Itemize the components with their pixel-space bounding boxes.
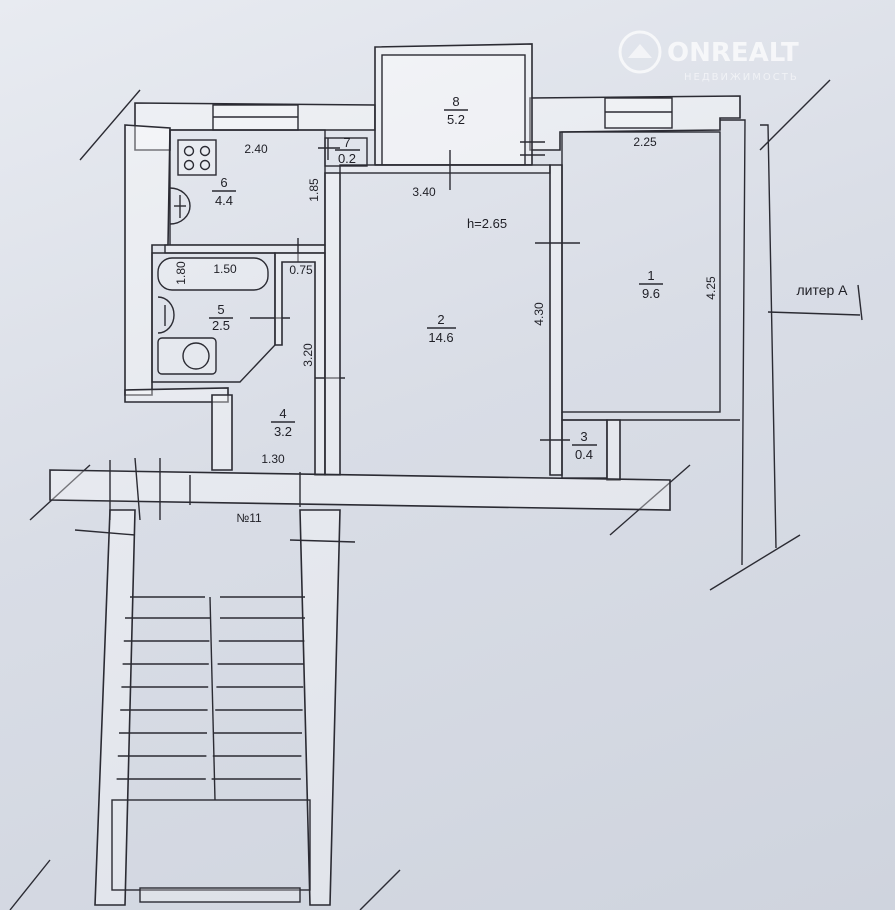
room-2-area: 14.6	[428, 330, 453, 345]
toilet-icon	[157, 296, 175, 334]
room-2-number: 2	[437, 312, 444, 327]
dim-living-width: 3.40	[412, 185, 436, 199]
room-2-label: 2 14.6	[427, 312, 456, 345]
dimension-labels: 2.40 1.85 3.40 4.30 2.25 4.25 1.50 1.80 …	[174, 135, 848, 525]
room-4-label: 4 3.2	[271, 406, 295, 439]
washbasin-icon	[157, 337, 217, 375]
room-3-number: 3	[580, 429, 587, 444]
dim-hall-width: 1.30	[261, 452, 285, 466]
room-4-area: 3.2	[274, 424, 292, 439]
room-labels: 8 5.2 6 4.4 7 0.2 5 2.5 4 3.2 2 14.6	[209, 94, 663, 462]
room-5-bathroom	[151, 252, 290, 383]
room-6-label: 6 4.4	[212, 175, 236, 208]
ceiling-height: h=2.65	[467, 216, 507, 231]
stairwell	[74, 509, 356, 906]
room-1-label: 1 9.6	[639, 268, 663, 301]
room-7-area: 0.2	[338, 151, 356, 166]
room-5-number: 5	[217, 302, 224, 317]
sink-icon	[169, 187, 191, 225]
room-7-number: 7	[343, 135, 350, 150]
apartment-number: №11	[236, 511, 262, 525]
dim-kitchen-width: 2.40	[244, 142, 268, 156]
logo-house-icon	[618, 30, 662, 74]
room-1-area: 9.6	[642, 286, 660, 301]
room-4-hall	[211, 252, 345, 476]
structure-lines	[9, 79, 863, 910]
room-8-number: 8	[452, 94, 459, 109]
watermark-brand: ONREALT	[667, 38, 799, 68]
left-wall	[124, 124, 229, 403]
room-5-label: 5 2.5	[209, 302, 233, 333]
room-1-number: 1	[647, 268, 654, 283]
watermark: ONREALT НЕДВИЖИМОСТЬ	[618, 30, 799, 83]
room-1-bedroom	[561, 131, 740, 421]
room-5-area: 2.5	[212, 318, 230, 333]
room-7-label: 7 0.2	[335, 135, 360, 166]
room-6-area: 4.4	[215, 193, 233, 208]
stair-steps	[116, 617, 305, 780]
dim-bedroom-width: 2.25	[633, 135, 657, 149]
building-label: литер А	[796, 282, 848, 298]
room-3-area: 0.4	[575, 447, 593, 462]
room-4-number: 4	[279, 406, 286, 421]
dim-kitchen-depth: 1.85	[307, 178, 321, 202]
watermark-tagline: НЕДВИЖИМОСТЬ	[684, 72, 799, 83]
dim-bedroom-depth: 4.25	[704, 276, 718, 300]
dim-bath-niche: 0.75	[289, 263, 313, 277]
room-7-closet	[318, 137, 368, 167]
corridor-wall	[49, 457, 671, 521]
dim-bath-depth: 1.80	[174, 261, 188, 285]
room-8-label: 8 5.2	[444, 94, 468, 127]
room-8-balcony	[339, 43, 551, 190]
dim-bath-width: 1.50	[213, 262, 237, 276]
dim-living-depth: 4.30	[532, 302, 546, 326]
room-3-label: 3 0.4	[572, 429, 597, 462]
bathtub-icon	[157, 257, 269, 291]
room-8-area: 5.2	[447, 112, 465, 127]
stove-icon	[177, 139, 217, 176]
room-6-number: 6	[220, 175, 227, 190]
dim-hall-depth: 3.20	[301, 343, 315, 367]
